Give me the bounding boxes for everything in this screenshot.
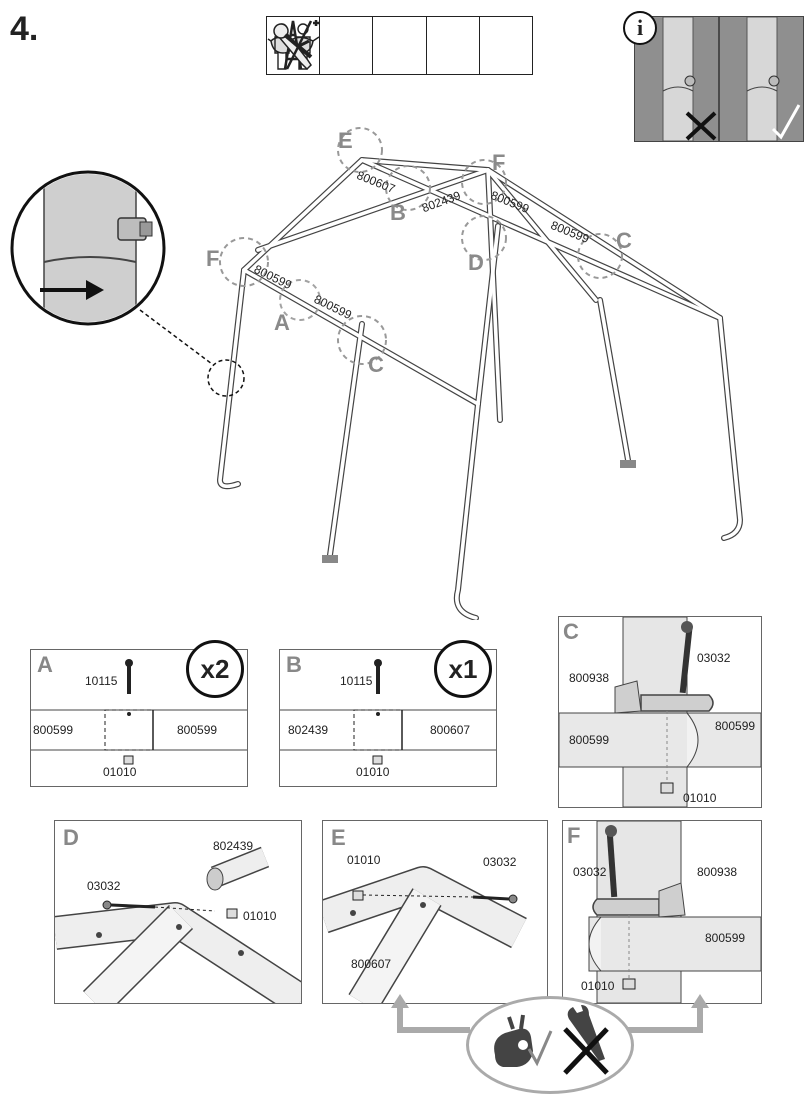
nut-label: 01010 — [347, 853, 381, 867]
nut-label: 01010 — [103, 765, 137, 779]
bolt-label: 03032 — [87, 879, 121, 893]
nut-label: 01010 — [356, 765, 390, 779]
nut-label: 01010 — [683, 791, 717, 805]
quantity-badge: x1 — [434, 640, 492, 698]
callout-letter: F — [206, 246, 220, 271]
cross-icon — [563, 1027, 609, 1075]
pipe-label-right: 800599 — [177, 723, 218, 737]
callout-letter: A — [274, 310, 290, 335]
info-panel: i — [623, 11, 804, 142]
panel-letter: E — [331, 825, 346, 850]
ratchet-icon — [273, 17, 532, 74]
bracket-label: 800938 — [569, 671, 610, 685]
step-number: 4. — [10, 10, 39, 48]
bolt-label: 03032 — [573, 865, 607, 879]
callout-letter: F — [492, 150, 506, 175]
pipe-label-right: 800607 — [430, 723, 471, 737]
bracket-label: 800938 — [697, 865, 738, 879]
pipe-label: 800607 — [351, 957, 392, 971]
info-icon: i — [623, 11, 657, 45]
quantity-badge: x2 — [186, 640, 244, 698]
bolt-label: 03032 — [697, 651, 731, 665]
pipe-label-left: 800599 — [569, 733, 610, 747]
callout-letter: C — [616, 228, 632, 253]
info-symbol: i — [636, 15, 644, 40]
panel-letter: B — [286, 652, 302, 677]
detail-panel-c: C 03032 800938 800599 800599 01010 — [558, 616, 762, 808]
tools-bar — [266, 16, 533, 75]
wrench-icon — [567, 1005, 605, 1061]
callout-letter: C — [368, 352, 384, 377]
nut-label: 01010 — [243, 909, 277, 923]
nut-label: 01010 — [581, 979, 615, 993]
panel-letter: F — [567, 823, 581, 848]
pipe-label-left: 802439 — [288, 723, 329, 737]
pipe-label-left: 800599 — [33, 723, 74, 737]
pipe-label: 800599 — [705, 931, 746, 945]
pipe-label: 802439 — [213, 839, 254, 853]
bolt-label: 10115 — [85, 674, 118, 688]
hand-tighten-icon — [494, 1014, 533, 1067]
panel-letter: D — [63, 825, 79, 850]
detail-panel-d: D 802439 03032 01010 — [54, 820, 302, 1004]
callout-letter: E — [338, 128, 353, 153]
check-icon — [527, 1030, 553, 1067]
hand-tight-oval — [466, 996, 634, 1094]
detail-panel-f: F 03032 800938 800599 01010 — [562, 820, 762, 1004]
frame-drawing — [10, 127, 743, 620]
panel-letter: A — [37, 652, 53, 677]
detail-panel-e: E 01010 03032 800607 — [322, 820, 548, 1004]
panel-letter: C — [563, 619, 579, 644]
bolt-label: 10115 — [340, 674, 373, 688]
pipe-label-right: 800599 — [715, 719, 756, 733]
zoom-detail — [10, 170, 166, 326]
callout-letter: B — [390, 200, 406, 225]
bolt-label: 03032 — [483, 855, 517, 869]
callout-letter: D — [468, 250, 484, 275]
